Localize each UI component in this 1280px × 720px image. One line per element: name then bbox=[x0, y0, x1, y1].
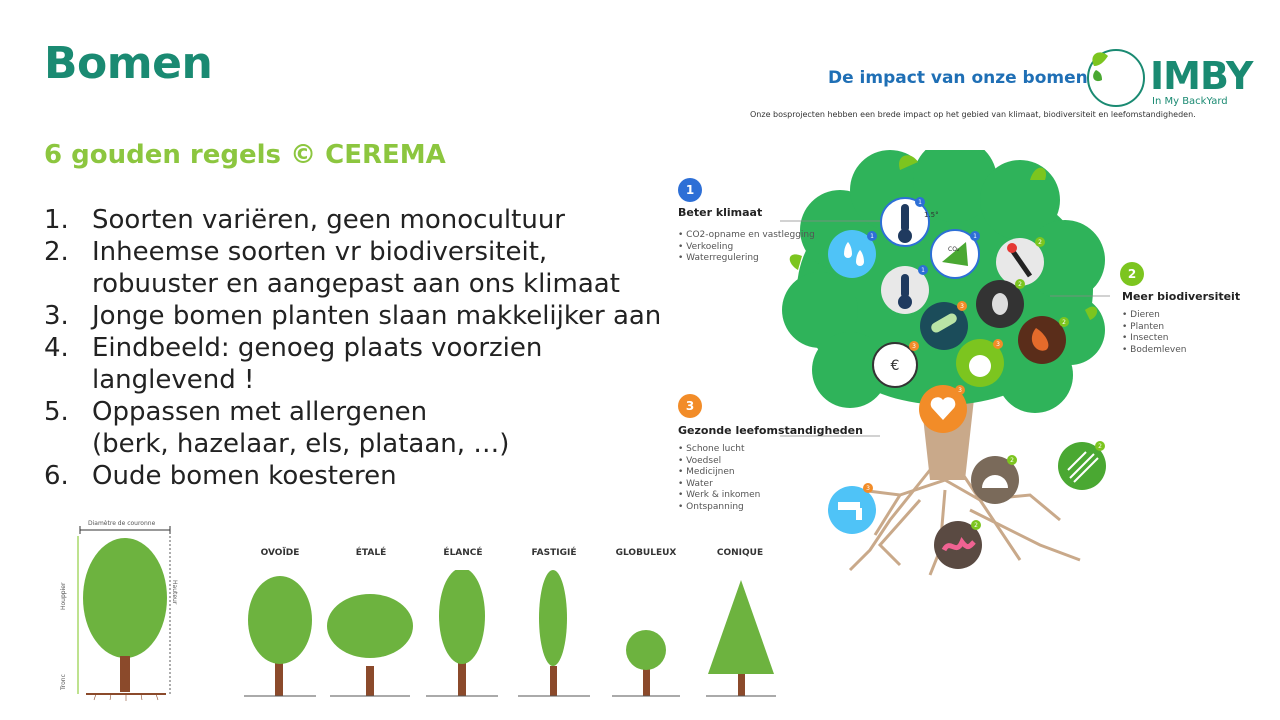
rule-number: 4. bbox=[44, 333, 69, 363]
svg-text:1: 1 bbox=[918, 199, 922, 206]
shape-label-conique: CONIQUE bbox=[716, 548, 764, 558]
rule-number: 1. bbox=[44, 205, 69, 235]
rule-number: 5. bbox=[44, 397, 69, 427]
rule-text-continued: (berk, hazelaar, els, plataan, …) bbox=[92, 429, 510, 459]
imby-logo-icon bbox=[1087, 49, 1145, 107]
section-item: Verkoeling bbox=[678, 242, 815, 254]
rule-item: 6. Oude bomen koesteren bbox=[44, 460, 661, 492]
tronc-label: Tronc bbox=[60, 674, 67, 690]
rule-item: 1. Soorten variëren, geen monocultuur bbox=[44, 204, 661, 236]
subtitle: 6 gouden regels © CEREMA bbox=[44, 140, 446, 170]
rules-list: 1. Soorten variëren, geen monocultuur 2. In… bbox=[44, 204, 661, 492]
rule-text: Jonge bomen planten slaan makkelijker aa… bbox=[92, 301, 662, 331]
temperature-icon: 1.5° bbox=[924, 211, 939, 219]
section-item: Medicijnen bbox=[678, 467, 760, 479]
svg-text:2: 2 bbox=[1018, 281, 1022, 288]
svg-text:1: 1 bbox=[870, 233, 874, 240]
houppier-label: Houppier bbox=[60, 582, 67, 610]
shape-label-etale: ÉTALÉ bbox=[355, 548, 387, 558]
shape-label-fastigie: FASTIGIÉ bbox=[531, 548, 577, 558]
tree-shapes-illustration bbox=[244, 570, 776, 697]
section-3-badge: 3 bbox=[678, 394, 702, 418]
shape-label-ovoide: OVOÏDE bbox=[260, 548, 300, 558]
rule-item: 5. Oppassen met allergenen(berk, hazelaar… bbox=[44, 396, 661, 460]
shape-label-elance: ÉLANCÉ bbox=[443, 548, 483, 558]
svg-text:2: 2 bbox=[974, 522, 978, 529]
svg-text:3: 3 bbox=[912, 343, 916, 350]
euro-icon: € bbox=[891, 358, 900, 374]
shape-label-globuleux: GLOBULEUX bbox=[615, 548, 677, 558]
page-title: Bomen bbox=[44, 38, 213, 89]
section-item: Insecten bbox=[1122, 333, 1186, 345]
svg-text:1: 1 bbox=[973, 233, 977, 240]
infographic-description: Onze bosprojecten hebben een brede impac… bbox=[750, 110, 1196, 119]
rule-number: 2. bbox=[44, 237, 69, 267]
impact-tree-illustration: 1 1 1 1 3 2 2 2 3 3 3 2 2 3 2 € 1.5° CO₂ bbox=[780, 150, 1110, 576]
svg-text:3: 3 bbox=[958, 387, 962, 394]
tree-dimension-diagram bbox=[77, 526, 171, 701]
rule-item: 2. Inheemse soorten vr biodiversiteit,rob… bbox=[44, 236, 661, 300]
section-item: Ontspanning bbox=[678, 502, 760, 514]
imby-logo-text: IMBY bbox=[1150, 54, 1253, 98]
section-item: Waterregulering bbox=[678, 253, 815, 265]
rule-text: Oppassen met allergenen bbox=[92, 397, 428, 427]
section-1-title: Beter klimaat bbox=[678, 206, 763, 219]
section-3-list: Schone lucht Voedsel Medicijnen Water We… bbox=[678, 444, 760, 514]
svg-text:3: 3 bbox=[996, 341, 1000, 348]
svg-text:3: 3 bbox=[866, 485, 870, 492]
section-3-title: Gezonde leefomstandigheden bbox=[678, 424, 863, 437]
section-2-list: Dieren Planten Insecten Bodemleven bbox=[1122, 310, 1186, 356]
section-item: Water bbox=[678, 479, 760, 491]
section-item: Planten bbox=[1122, 322, 1186, 334]
svg-text:2: 2 bbox=[1038, 239, 1042, 246]
section-item: Voedsel bbox=[678, 456, 760, 468]
rule-text: Oude bomen koesteren bbox=[92, 461, 397, 491]
svg-text:2: 2 bbox=[1010, 457, 1014, 464]
imby-logo-subtitle: In My BackYard bbox=[1152, 96, 1228, 107]
section-1-badge: 1 bbox=[678, 178, 702, 202]
section-item: Schone lucht bbox=[678, 444, 760, 456]
rule-text: Inheemse soorten vr biodiversiteit, bbox=[92, 237, 548, 267]
rule-item: 3. Jonge bomen planten slaan makkelijker … bbox=[44, 300, 661, 332]
section-item: CO2-opname en vastlegging bbox=[678, 230, 815, 242]
crown-diameter-label: Diamètre de couronne bbox=[88, 520, 156, 527]
svg-text:3: 3 bbox=[960, 303, 964, 310]
section-item: Bodemleven bbox=[1122, 345, 1186, 357]
rule-text-continued: robuuster en aangepast aan ons klimaat bbox=[92, 269, 620, 299]
infographic-heading: De impact van onze bomen bbox=[828, 68, 1088, 88]
section-item: Werk & inkomen bbox=[678, 490, 760, 502]
rule-number: 3. bbox=[44, 301, 69, 331]
section-item: Dieren bbox=[1122, 310, 1186, 322]
rule-text-continued: langlevend ! bbox=[92, 365, 255, 395]
section-2-title: Meer biodiversiteit bbox=[1122, 290, 1241, 303]
rule-number: 6. bbox=[44, 461, 69, 491]
co2-icon: CO₂ bbox=[948, 246, 960, 253]
section-1-list: CO2-opname en vastlegging Verkoeling Wat… bbox=[678, 230, 815, 265]
rule-text: Eindbeeld: genoeg plaats voorzien bbox=[92, 333, 543, 363]
rule-text: Soorten variëren, geen monocultuur bbox=[92, 205, 565, 235]
svg-text:2: 2 bbox=[1098, 443, 1102, 450]
section-2-badge: 2 bbox=[1120, 262, 1144, 286]
height-label: Hauteur bbox=[171, 580, 178, 605]
svg-text:2: 2 bbox=[1062, 319, 1066, 326]
svg-text:1: 1 bbox=[921, 267, 925, 274]
